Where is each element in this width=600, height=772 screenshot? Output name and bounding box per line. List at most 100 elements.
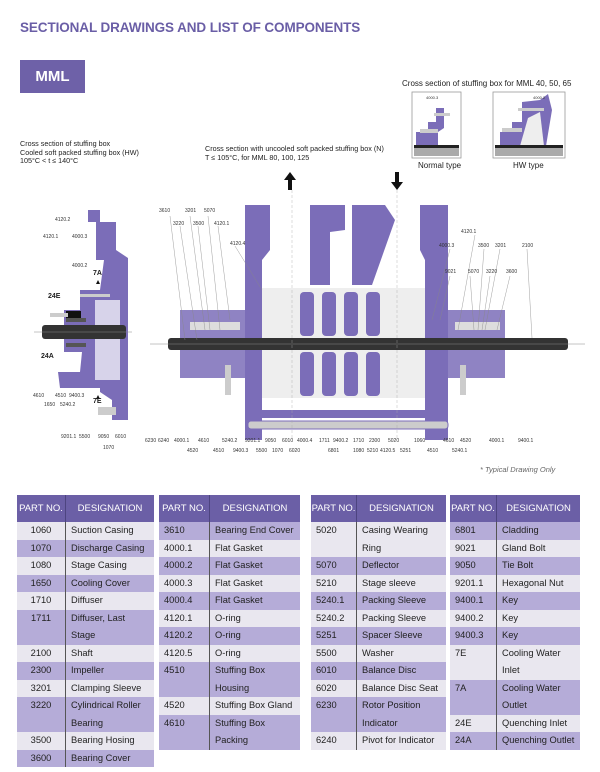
part-number: 9021 — [450, 539, 497, 557]
caption-line: Cross section with uncooled soft packed … — [205, 144, 384, 153]
part-designation: Tie Bolt — [496, 557, 580, 575]
caption-line: Cross section of stuffing box — [20, 139, 111, 148]
drawing-label: 5240.1 — [452, 448, 468, 454]
part-number: 1080 — [17, 557, 66, 575]
part-designation: Balance Disc — [356, 662, 446, 680]
drawing-label: 3500 — [193, 221, 205, 227]
part-designation: Suction Casing — [65, 522, 154, 540]
drawing-label: 4000.3 — [72, 234, 88, 240]
part-number: 3201 — [17, 679, 66, 697]
part-number: 1060 — [17, 522, 66, 540]
drawing-label: 4000.2 — [72, 263, 88, 269]
part-designation: Cooling Water Inlet — [496, 644, 580, 680]
part-designation: Bearing Hosing — [65, 732, 154, 750]
drawing-label: 4000.1 — [489, 438, 505, 444]
drawing-label: 4510 — [427, 448, 439, 454]
part-designation: Packing Sleeve — [356, 592, 446, 610]
part-designation: Stage Casing — [65, 557, 154, 575]
part-number: 5251 — [311, 627, 357, 645]
drawing-label: 5070 — [468, 269, 480, 275]
outlet-arrow-icon — [284, 172, 296, 190]
part-designation: Cladding — [496, 522, 580, 540]
drawing-label: 1070 — [103, 445, 115, 451]
part-designation: O-ring — [209, 627, 300, 645]
part-designation: Key — [496, 627, 580, 645]
drawing-label: 3500 — [478, 243, 490, 249]
drawing-label: 6020 — [289, 448, 301, 454]
drawing-label: 9400.2 — [333, 438, 349, 444]
part-designation: Clamping Sleeve — [65, 679, 154, 697]
drawing-label: 4120.1 — [214, 221, 230, 227]
part-number: 4000.2 — [159, 557, 210, 575]
part-number: 4120.2 — [159, 627, 210, 645]
part-designation: Diffuser, Last Stage — [65, 609, 154, 645]
part-number: 2100 — [17, 644, 66, 662]
part-designation: Stage sleeve — [356, 574, 446, 592]
part-number: 3610 — [159, 522, 210, 540]
part-designation: Casing Wearing Ring — [356, 522, 446, 557]
drawing-label: 4000.4 — [297, 438, 313, 444]
part-number: 9400.1 — [450, 592, 497, 610]
part-number: 3220 — [17, 697, 66, 732]
drawing-label: 4510 — [55, 393, 67, 399]
part-designation: Flat Gasket — [209, 557, 300, 575]
part-number: 4000.3 — [159, 574, 210, 592]
drawing-label: 5240.2 — [222, 438, 238, 444]
part-number: 9400.2 — [450, 609, 497, 627]
part-designation: Shaft — [65, 644, 154, 662]
drawing-label: 1080 — [353, 448, 365, 454]
part-number: 6801 — [450, 522, 497, 540]
part-number: 5240.2 — [311, 609, 357, 627]
table-header-row: PART NO.DESIGNATION — [311, 495, 446, 522]
drawing-label: 2100 — [522, 243, 534, 249]
part-number: 5240.1 — [311, 592, 357, 610]
drawing-label: 4120.4 — [230, 241, 246, 247]
part-number: 6020 — [311, 679, 357, 697]
part-number: 1710 — [17, 592, 66, 610]
part-designation: Balance Disc Seat — [356, 679, 446, 697]
sectional-drawing — [34, 91, 585, 440]
part-designation: Diffuser — [65, 592, 154, 610]
part-designation: Stuffing Box Packing — [209, 714, 300, 750]
part-number: 1650 — [17, 574, 66, 592]
caption-left: Cross section of stuffing box Cooled sof… — [20, 139, 139, 166]
table-header-row: PART NO.DESIGNATION — [159, 495, 300, 522]
part-designation: Deflector — [356, 557, 446, 575]
drawing-label: 3220 — [486, 269, 498, 275]
drawing-label: 4520 — [460, 438, 472, 444]
drawing-label: 4610 — [33, 393, 45, 399]
drawing-label: 6010 — [115, 434, 127, 440]
part-designation: Cooling Water Outlet — [496, 679, 580, 715]
part-number: 4120.5 — [159, 644, 210, 662]
typical-drawing-note: * Typical Drawing Only — [480, 465, 556, 474]
drawing-label: 7A — [93, 270, 102, 277]
part-number: 24A — [450, 732, 497, 750]
part-number: 4000.1 — [159, 539, 210, 557]
drawing-label: 2300 — [369, 438, 381, 444]
part-number: 9050 — [450, 557, 497, 575]
part-number: 7A — [450, 679, 497, 715]
drawing-label: 4000.1 — [174, 438, 190, 444]
part-designation: Gland Bolt — [496, 539, 580, 557]
header-designation: DESIGNATION — [356, 495, 446, 522]
